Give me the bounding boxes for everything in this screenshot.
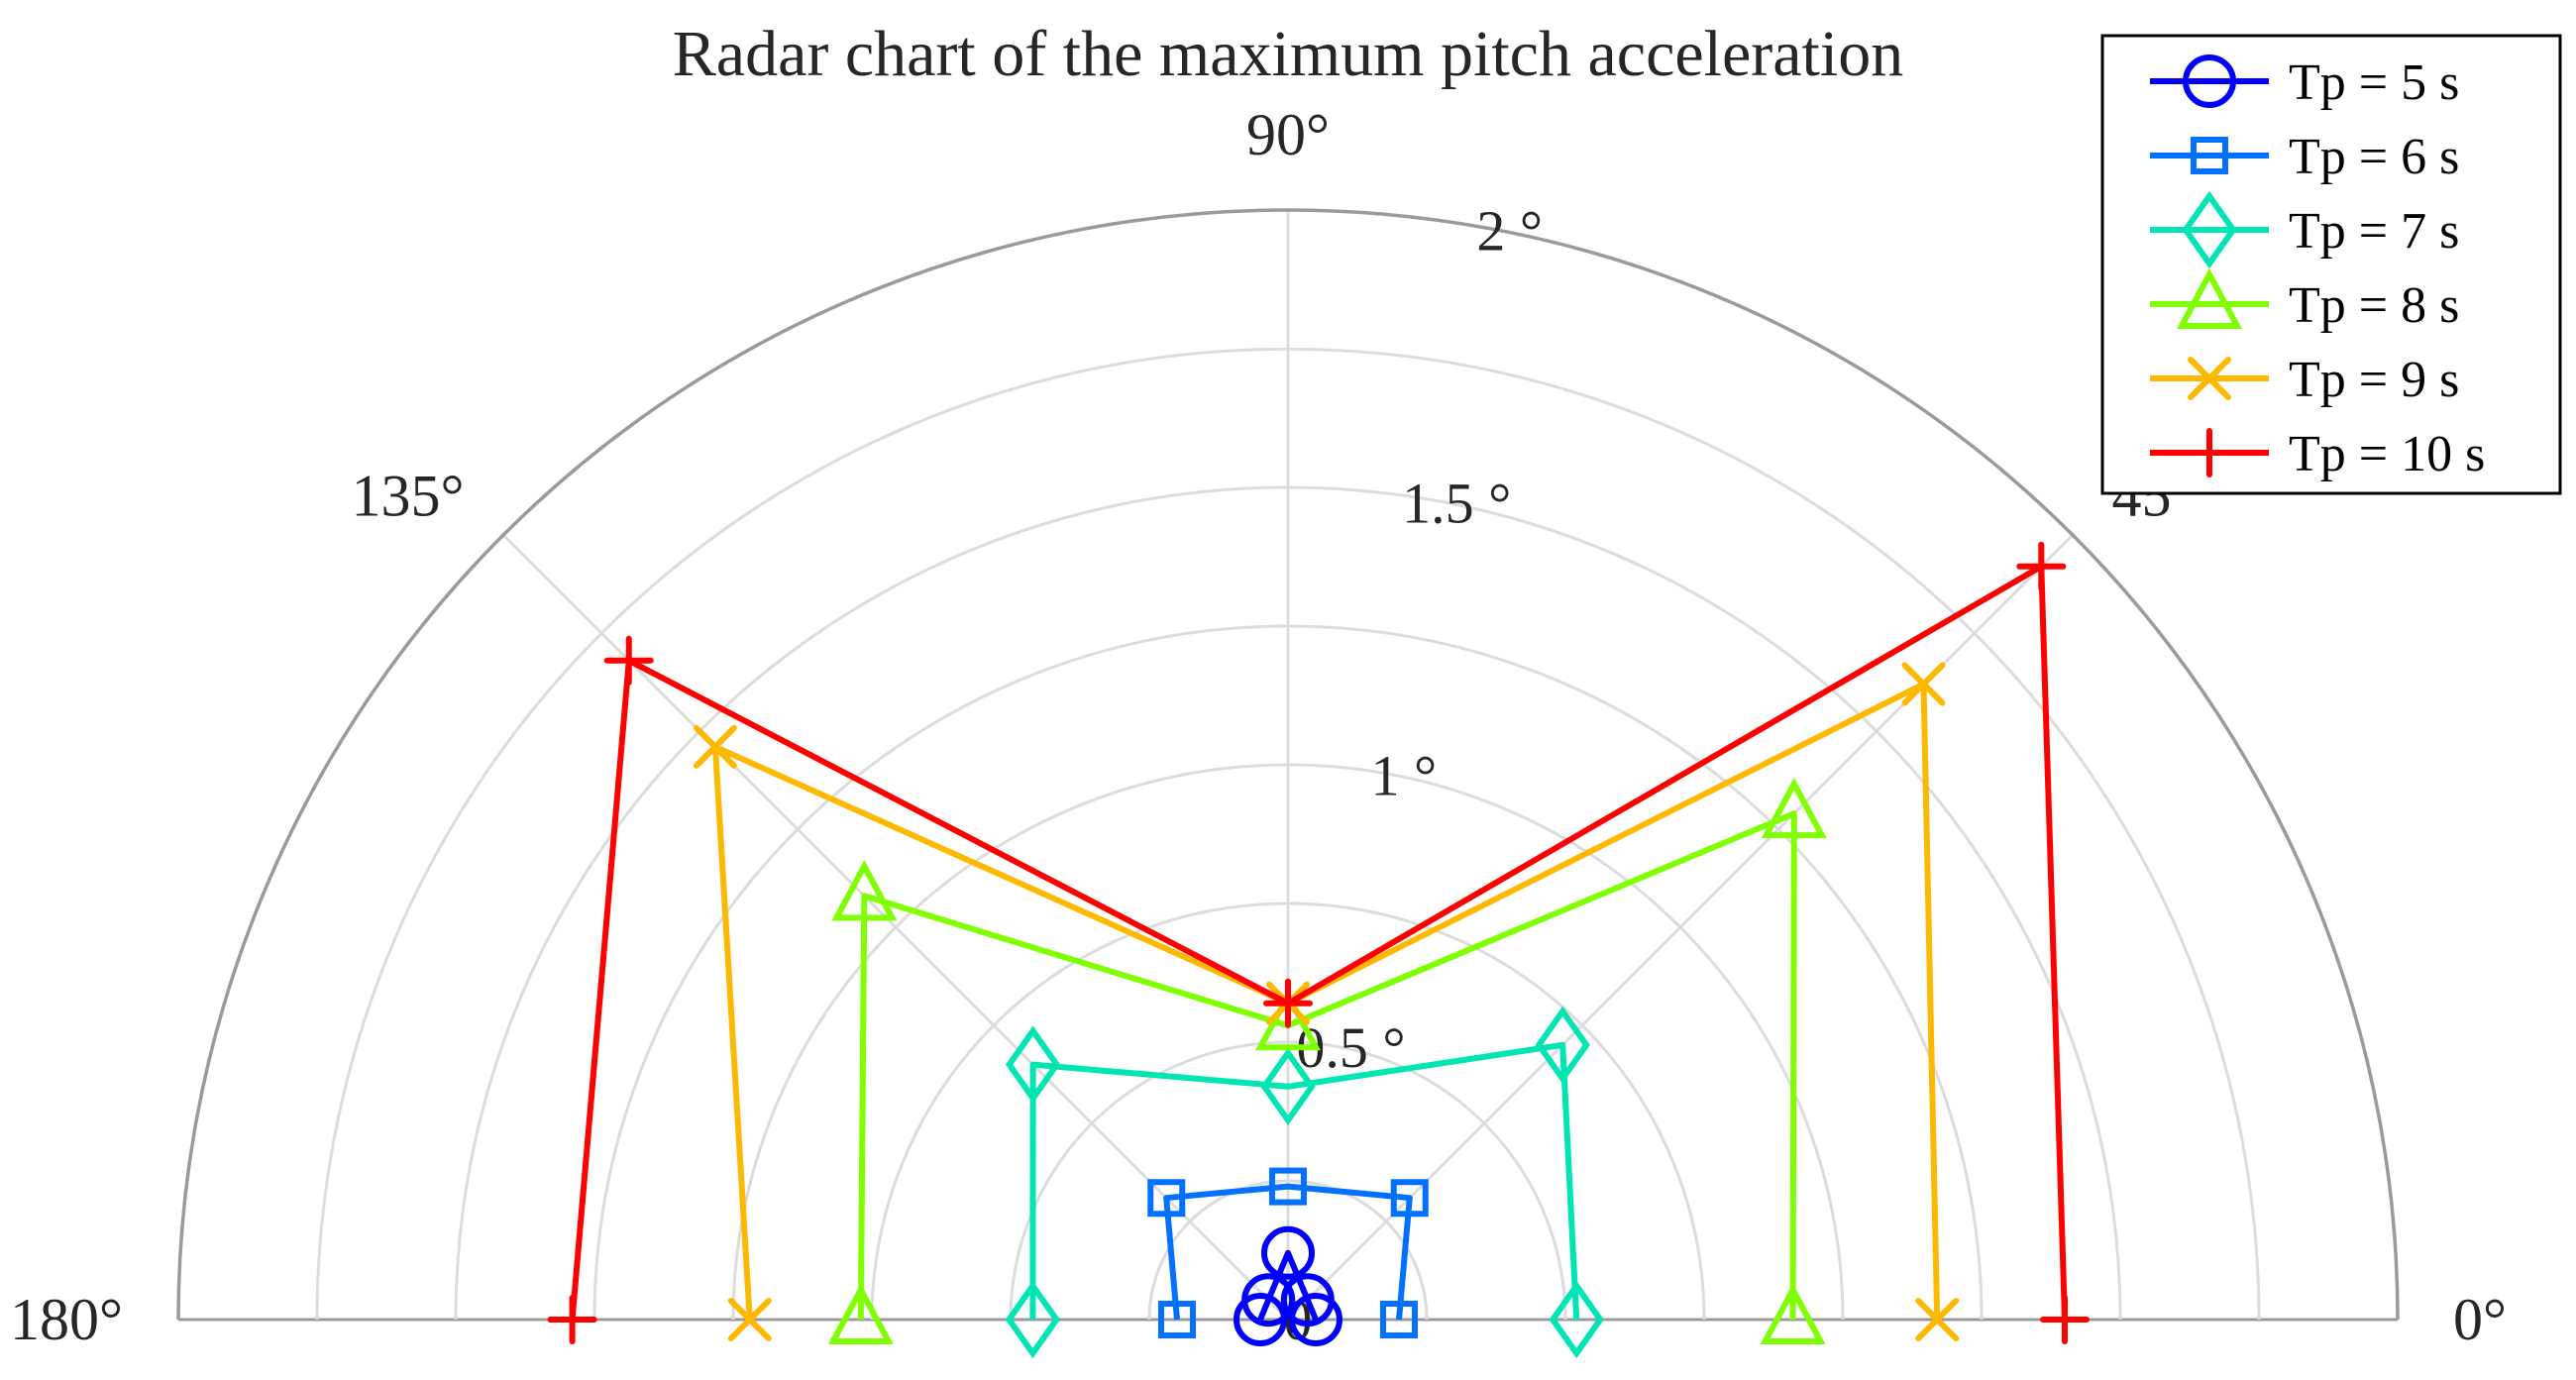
triangle-marker [1254,989,1322,1051]
plus-marker [2040,1295,2090,1344]
grid-arc [454,485,2122,1321]
x-marker [2188,357,2231,400]
triangle-marker [1761,777,1827,839]
x-marker [693,724,737,769]
r-tick-label: 2 ° [1476,199,1543,264]
legend-label: Tp = 9 s [2289,352,2459,408]
plot-area [547,541,2090,1359]
series-line [1257,1249,1319,1322]
series [1234,1225,1342,1346]
square-marker [1269,1167,1307,1206]
theta-tick-label: 135° [351,463,464,528]
outer-arc [176,208,2400,1321]
legend-entry: Tp = 8 s [2150,267,2459,334]
circle-marker [2183,54,2236,108]
plus-marker [603,635,654,686]
theta-tick-label: 0° [2453,1287,2507,1352]
theta-tick-label: 180° [10,1287,123,1352]
theta-tick-labels: 0°45°90°135°180° [10,102,2507,1352]
square-marker [1380,1301,1418,1338]
legend-entry: Tp = 7 s [2150,190,2459,269]
series [1005,1006,1604,1359]
grid-arc [870,902,1706,1321]
legend-label: Tp = 8 s [2289,277,2459,334]
r-tick-labels: 00.5 °1 °1.5 °2 ° [1284,199,1544,1352]
series-line [711,681,1941,1321]
triangle-marker [827,1283,894,1344]
chart-title: Radar chart of the maximum pitch acceler… [673,18,1903,90]
legend-label: Tp = 6 s [2289,129,2459,185]
grid-arc [1147,1179,1429,1321]
plus-marker [1263,978,1313,1028]
x-marker [727,1298,772,1341]
series-line [569,563,2068,1321]
triangle-marker [2176,267,2243,329]
polar-grid [176,208,2400,1322]
grid-arc [731,763,1845,1321]
x-marker [1901,662,1946,706]
theta-tick-label: 90° [1246,102,1330,167]
legend-entry: Tp = 6 s [2150,129,2459,185]
square-marker [1390,1179,1429,1218]
legend-entry: Tp = 10 s [2150,426,2485,482]
grid-arc [1009,1040,1567,1321]
diamond-marker [2182,190,2237,269]
series-line [1029,1041,1580,1321]
square-marker [2191,137,2228,174]
square-marker [1147,1179,1186,1218]
legend-entry: Tp = 9 s [2150,352,2459,408]
diamond-marker [1005,1280,1061,1359]
series [1147,1167,1429,1338]
legend-label: Tp = 10 s [2289,426,2485,482]
legend-label: Tp = 7 s [2289,203,2459,260]
plus-marker [2016,541,2067,591]
x-marker [1915,1298,1960,1341]
circle-marker [1234,1293,1287,1346]
r-tick-label: 1.5 ° [1402,471,1511,535]
diamond-marker [1260,1047,1316,1126]
grid-arc [592,624,1984,1321]
plus-marker [547,1295,597,1344]
legend: Tp = 5 s Tp = 6 s Tp = 7 s Tp = 8 s Tp = 9 s… [2100,34,2562,495]
grid-arc [315,347,2261,1321]
diamond-marker [1535,1006,1590,1085]
circle-marker [1280,1273,1335,1327]
legend-label: Tp = 5 s [2289,54,2459,111]
square-marker [1158,1301,1196,1338]
legend-box [2100,34,2562,495]
series-line [1163,1183,1413,1321]
series [547,541,2090,1344]
circle-marker [1261,1225,1315,1280]
triangle-marker [1760,1283,1826,1344]
diamond-marker [1005,1025,1061,1104]
r-tick-label: 1 ° [1371,743,1438,807]
diamond-marker [1549,1280,1604,1359]
plus-marker [2185,428,2234,478]
legend-entry: Tp = 5 s [2150,54,2459,111]
triangle-marker [831,860,898,921]
